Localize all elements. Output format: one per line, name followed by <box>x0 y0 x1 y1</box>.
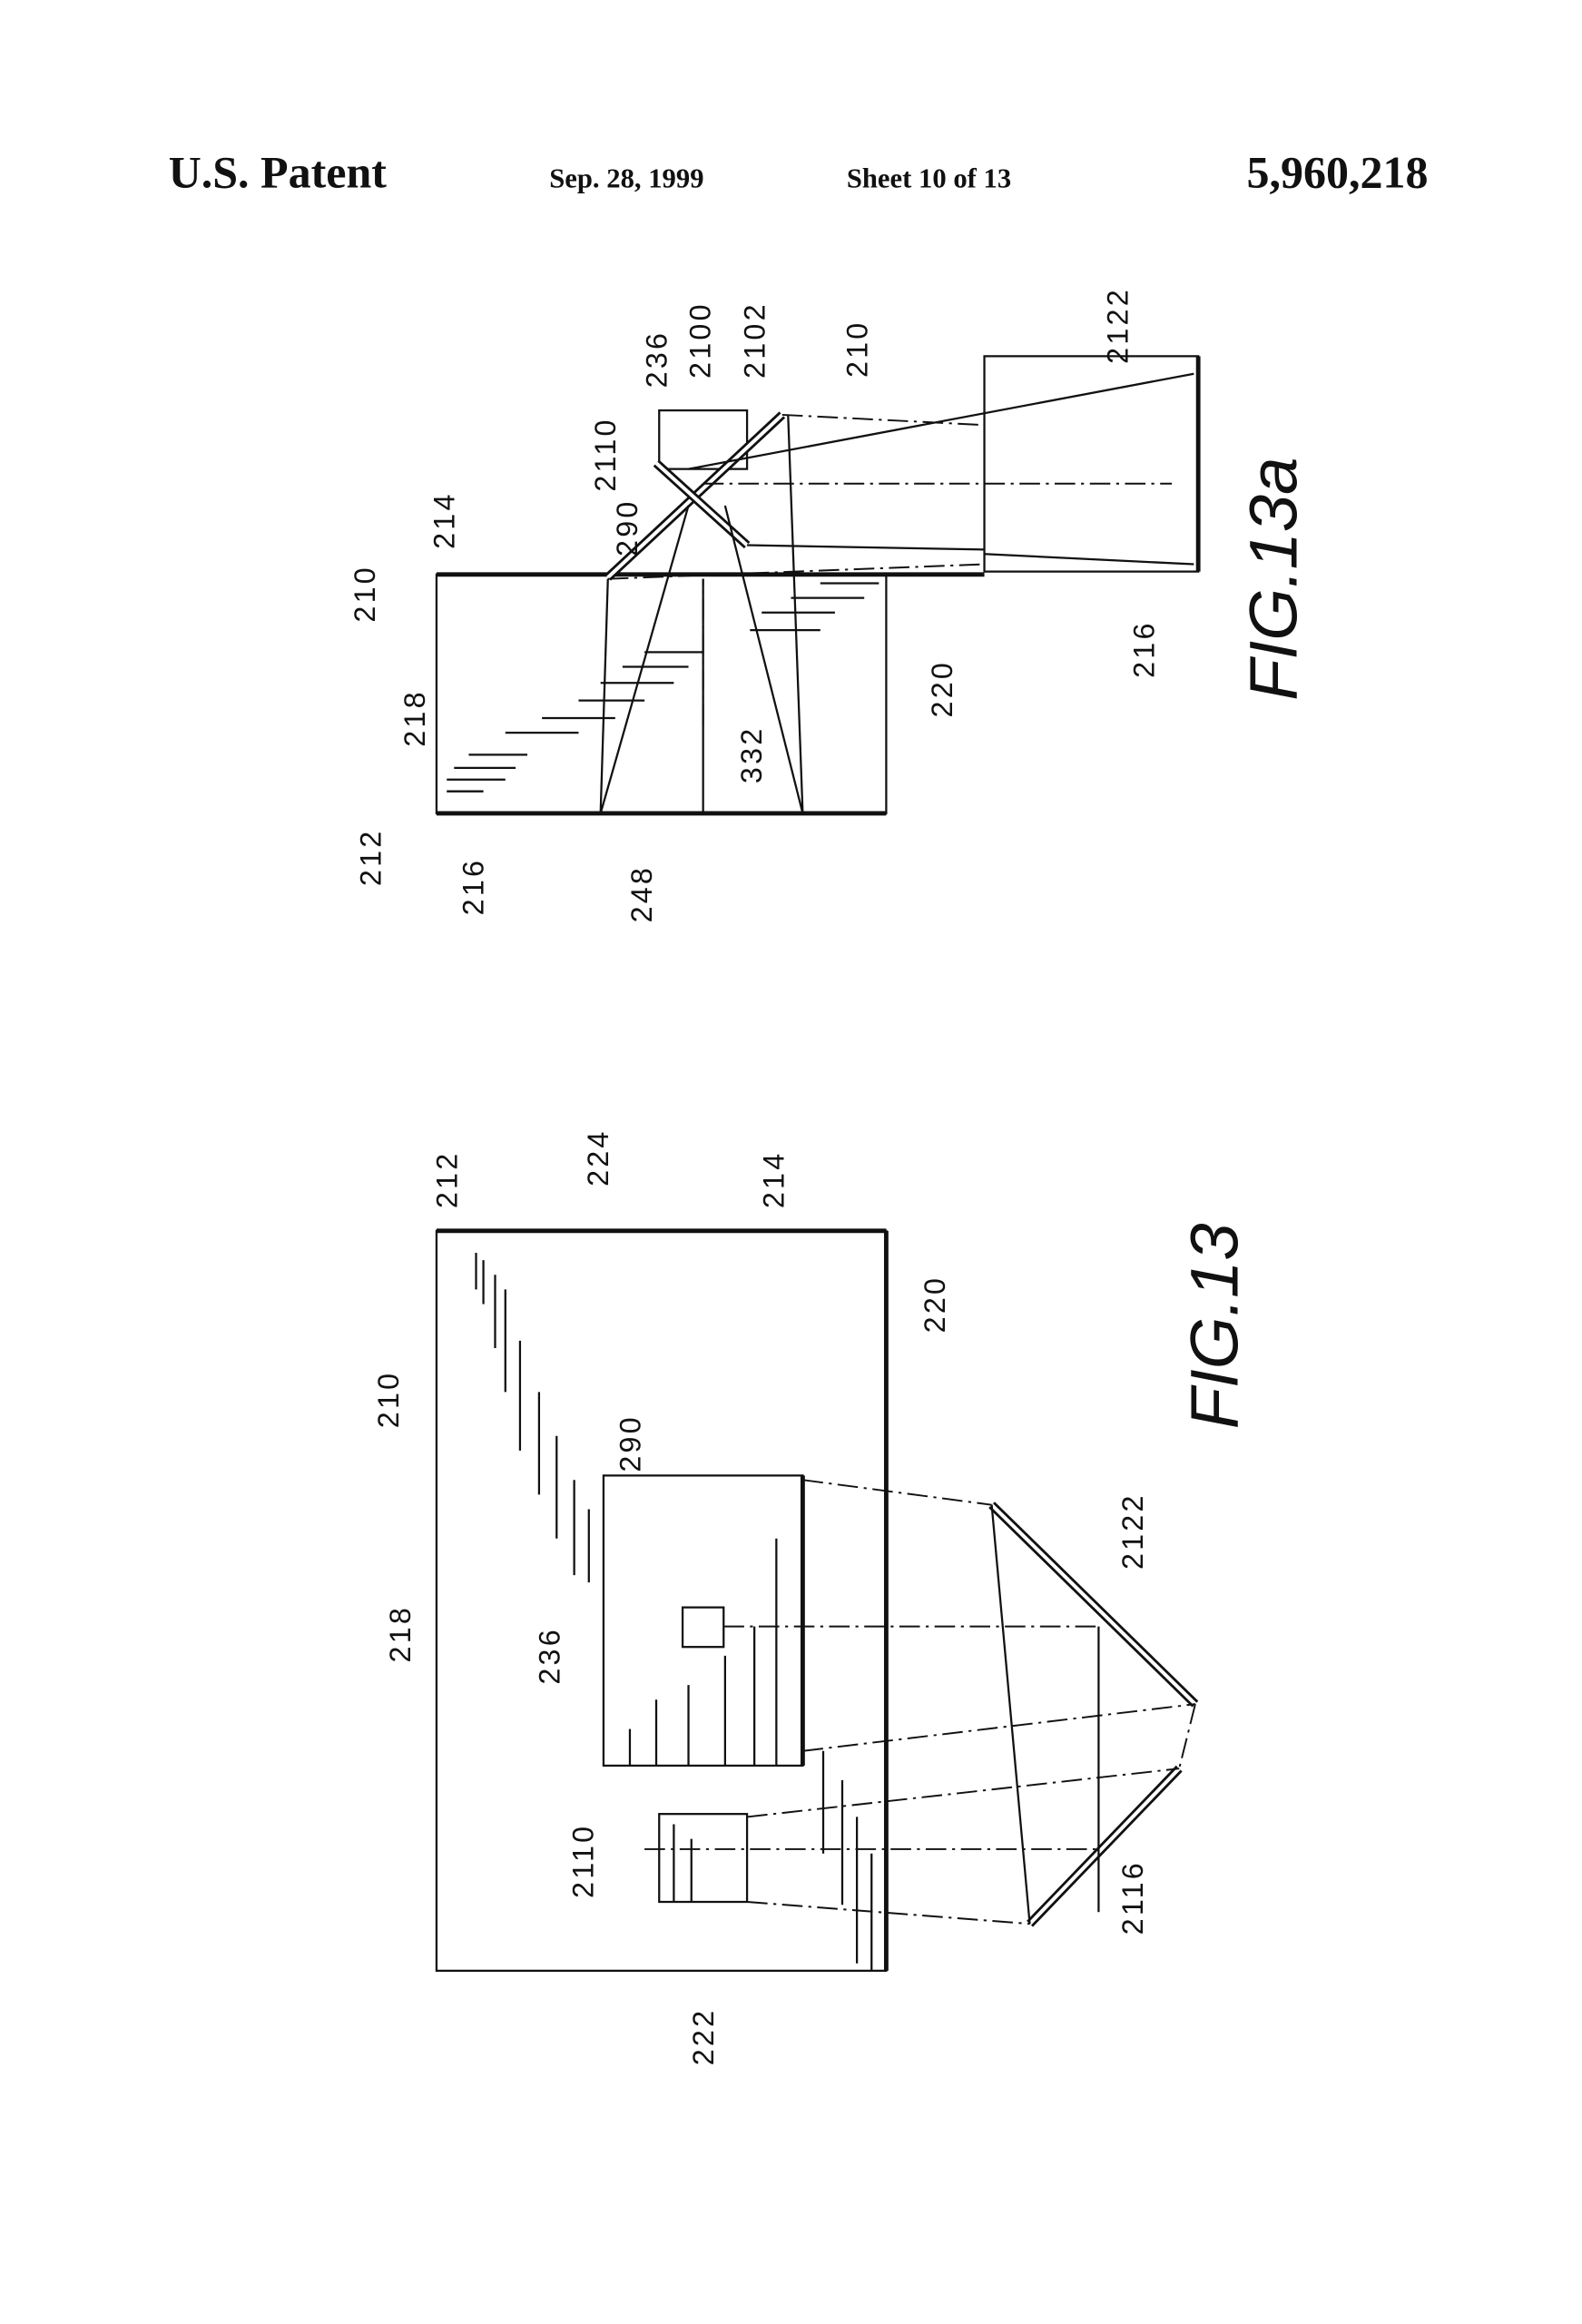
hatching <box>475 1253 873 1971</box>
mirror-290-box <box>602 1474 804 1768</box>
reference-numeral: 214 <box>757 1151 790 1209</box>
reference-numeral: 214 <box>427 491 460 549</box>
fig13-labels: 212 224 214 210 220 290 218 236 2122 211… <box>372 1128 1149 2065</box>
reference-numeral: 290 <box>614 1414 646 1472</box>
reference-numeral: 224 <box>582 1128 614 1187</box>
fig13a-labels: 212 216 248 218 210 214 290 2110 236 210… <box>349 287 1161 922</box>
figure-13a: 212 216 248 218 210 214 290 2110 236 210… <box>349 287 1311 922</box>
reference-numeral: 248 <box>625 865 658 923</box>
reference-numeral: 210 <box>349 565 381 623</box>
housing-box <box>435 1229 888 1972</box>
reference-numeral: 218 <box>384 1605 417 1663</box>
figure-13: 212 224 214 210 220 290 218 236 2122 211… <box>372 1128 1253 2065</box>
reference-numeral: 218 <box>398 689 431 747</box>
reference-numeral: 2116 <box>1116 1860 1149 1935</box>
fig13a-title: FIG.13a <box>1235 458 1311 701</box>
reference-numeral: 2102 <box>738 301 771 379</box>
reference-numeral: 212 <box>431 1151 464 1209</box>
reference-numeral: 290 <box>611 498 644 556</box>
header-patent-number: 5,960,218 <box>1246 147 1428 198</box>
reference-numeral: 2110 <box>567 1824 600 1898</box>
reference-numeral: 236 <box>640 330 673 389</box>
reference-numeral: 2110 <box>589 417 622 491</box>
reference-numeral: 216 <box>1128 620 1161 678</box>
reference-numeral: 332 <box>735 726 768 784</box>
reference-numeral: 220 <box>919 1275 951 1334</box>
reference-numeral: 216 <box>457 858 490 916</box>
reference-numeral: 210 <box>840 320 873 379</box>
reference-numeral: 212 <box>355 829 388 887</box>
small-box-2100 <box>658 409 749 470</box>
reference-numeral: 2122 <box>1102 287 1135 364</box>
hatching <box>447 582 879 793</box>
reference-numeral: 220 <box>926 660 958 718</box>
fig13-title: FIG.13 <box>1177 1223 1253 1429</box>
reference-numeral: 2122 <box>1116 1492 1149 1570</box>
source-236 <box>681 1606 725 1649</box>
header-patent-label: U.S. Patent <box>169 147 388 198</box>
element-2110 <box>658 1813 749 1904</box>
reference-numeral: 2100 <box>684 301 717 379</box>
reference-numeral: 236 <box>534 1627 566 1685</box>
reference-numeral: 210 <box>372 1371 405 1429</box>
header-date: Sep. 28, 1999 <box>549 163 703 194</box>
reflector-2122-box <box>983 355 1200 573</box>
reference-numeral: 222 <box>687 2008 720 2066</box>
housing-box <box>435 573 888 815</box>
header-sheet: Sheet 10 of 13 <box>847 163 1011 194</box>
